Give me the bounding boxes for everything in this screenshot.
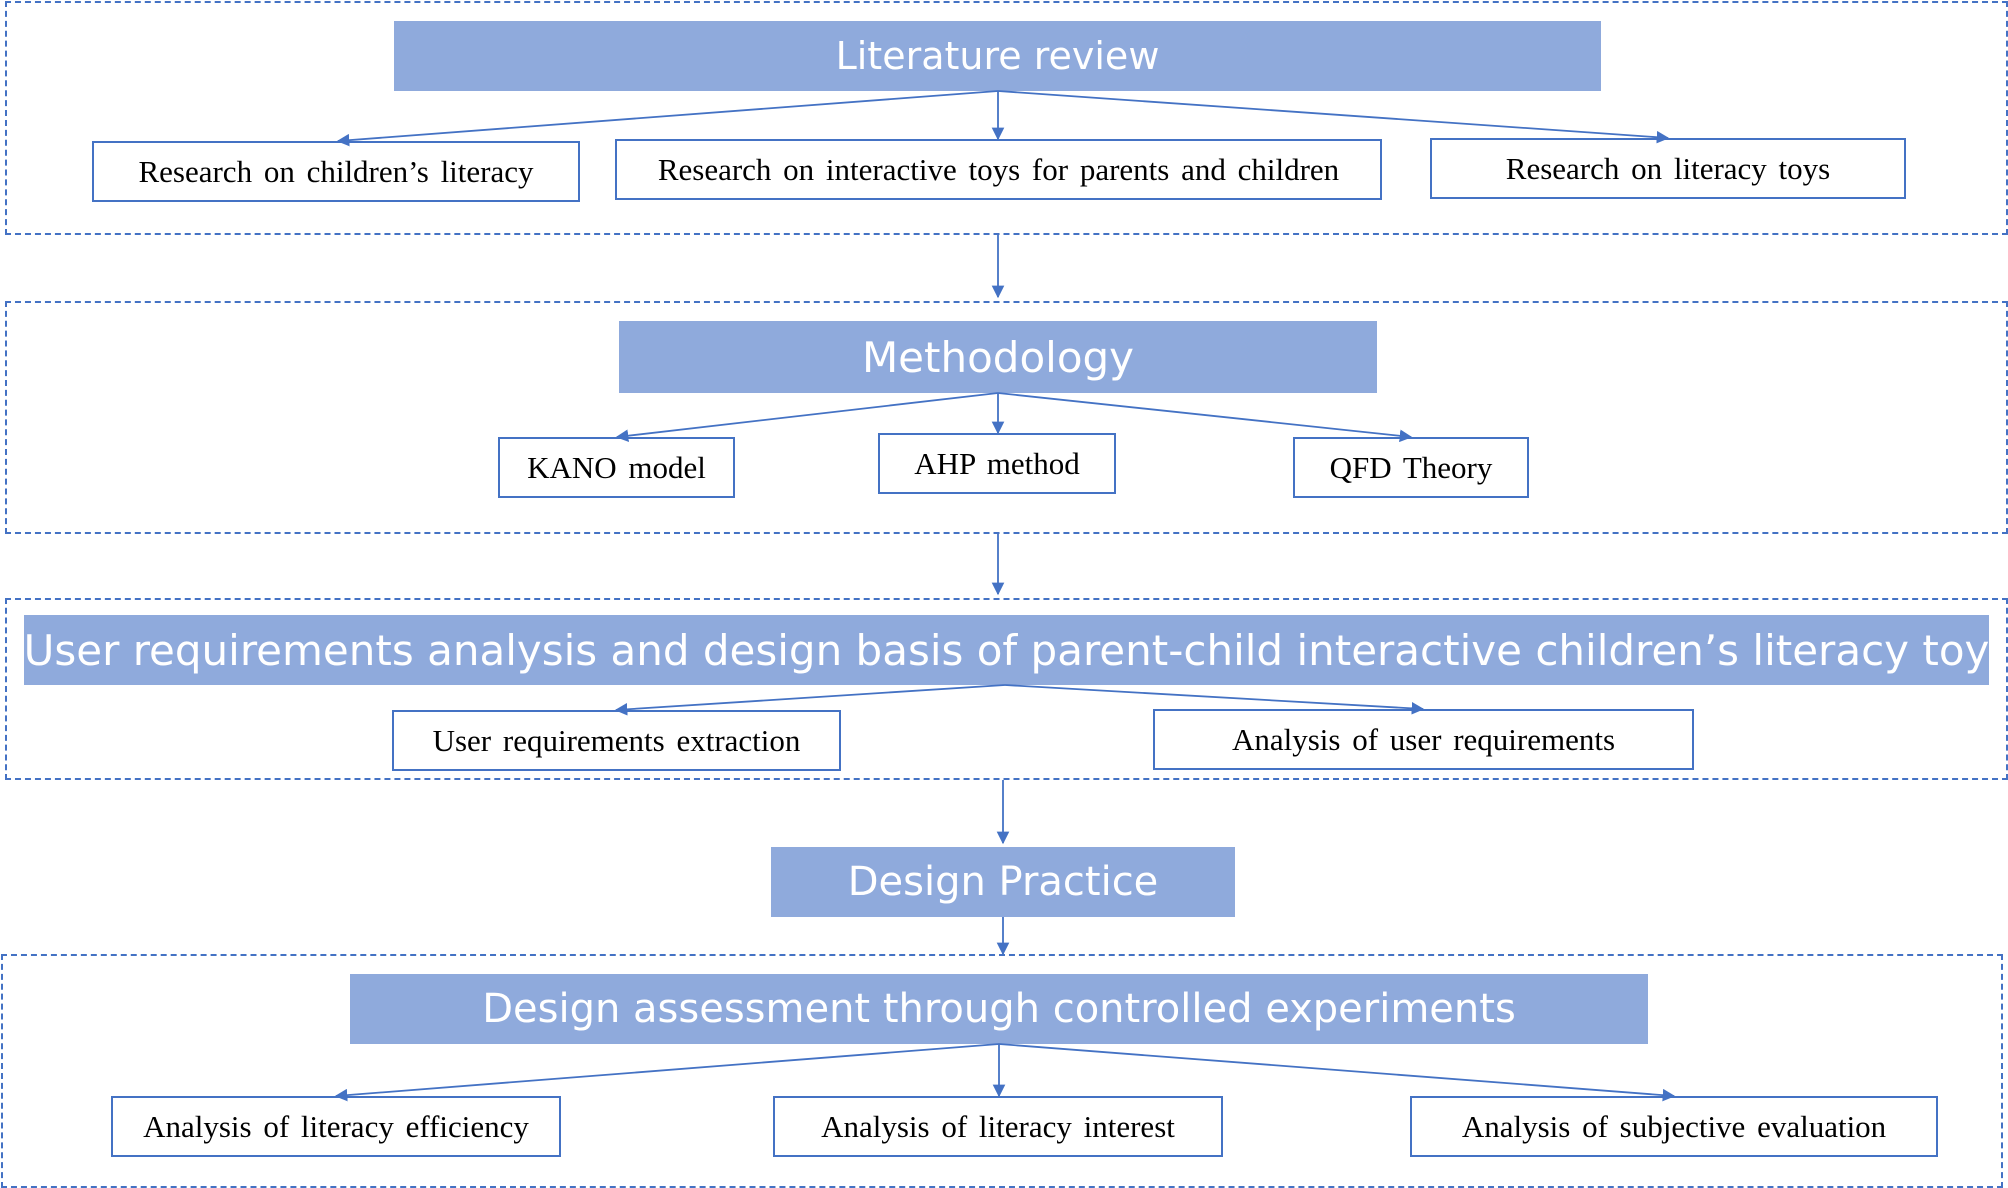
analysis-literacy-efficiency-box: Analysis of literacy efficiency xyxy=(111,1096,561,1157)
literature-review-group xyxy=(5,1,2008,235)
research-interactive-toys-box: Research on interactive toys for parents… xyxy=(615,139,1382,200)
arrow-to-research-childrens-literacy xyxy=(336,90,999,147)
arrow-to-kano-model xyxy=(615,392,999,442)
design-practice-header: Design Practice xyxy=(771,847,1235,917)
research-literacy-toys-box: Research on literacy toys xyxy=(1430,138,1906,199)
ahp-method-box: AHP method xyxy=(878,433,1116,494)
research-childrens-literacy-box: Research on children’s literacy xyxy=(92,141,580,202)
arrow-to-qfd-theory xyxy=(997,392,1413,443)
arrow-to-requirements-extraction xyxy=(614,684,1006,716)
methodology-header: Methodology xyxy=(619,321,1377,393)
arrow-to-analysis-requirements xyxy=(1004,684,1425,715)
qfd-theory-box: QFD Theory xyxy=(1293,437,1529,498)
methodology-group xyxy=(5,301,2008,534)
kano-model-box: KANO model xyxy=(498,437,735,498)
literature-review-header: Literature review xyxy=(394,21,1601,91)
arrow-to-research-literacy-toys xyxy=(997,90,1670,144)
user-requirements-extraction-box: User requirements extraction xyxy=(392,710,841,771)
user-requirements-group xyxy=(5,598,2008,780)
user-requirements-header: User requirements analysis and design ba… xyxy=(24,615,1989,685)
arrow-to-literacy-efficiency xyxy=(334,1043,1000,1102)
analysis-user-requirements-box: Analysis of user requirements xyxy=(1153,709,1694,770)
arrow-to-subjective-evaluation xyxy=(998,1043,1676,1102)
design-assessment-header: Design assessment through controlled exp… xyxy=(350,974,1648,1044)
